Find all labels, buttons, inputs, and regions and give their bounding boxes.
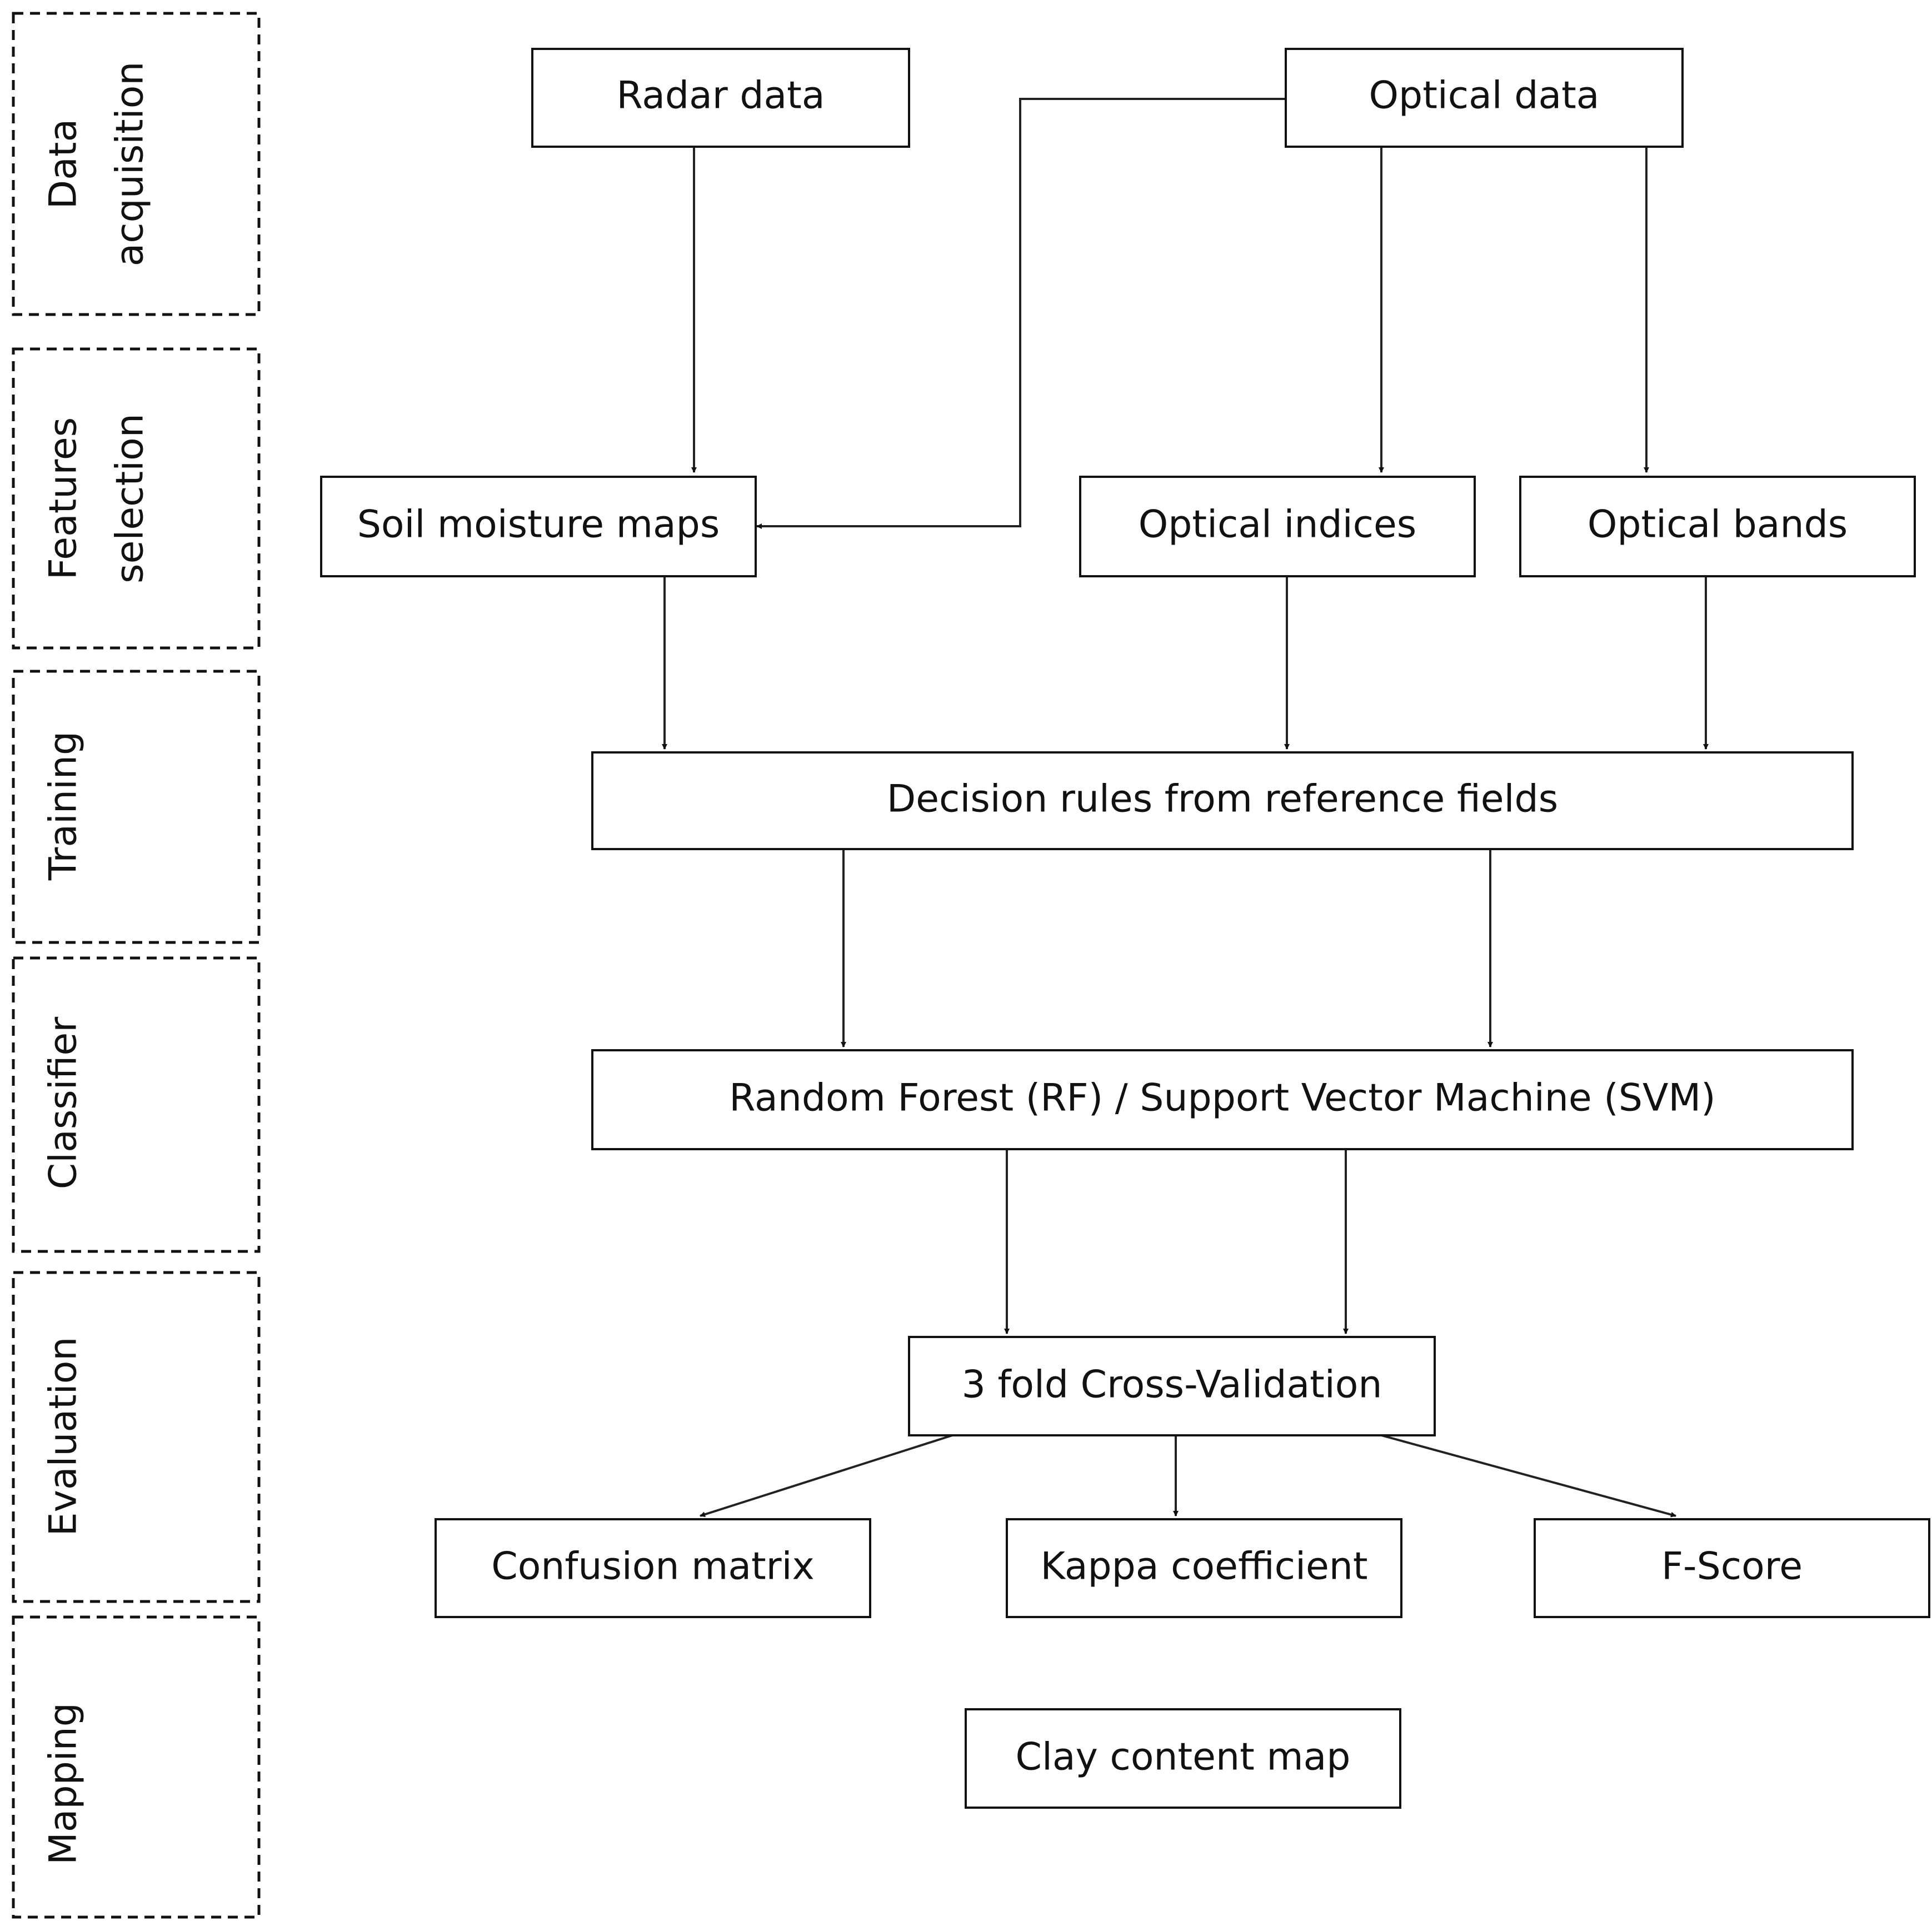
node-classifier: Random Forest (RF) / Support Vector Mach… [591,1049,1854,1150]
node-optical-bands: Optical bands [1519,476,1916,577]
node-soil-moisture-maps-label: Soil moisture maps [357,503,720,547]
node-optical-data-label: Optical data [1369,74,1600,118]
node-kappa-coefficient: Kappa coefficient [1006,1518,1402,1618]
node-clay-content-map-label: Clay content map [1016,1735,1351,1779]
stage-label-features-selection-line2: selection [108,413,152,583]
stage-data-acquisition: Data acquisition [12,12,261,316]
node-f-score: F-Score [1534,1518,1930,1618]
node-confusion-matrix-label: Confusion matrix [491,1545,815,1589]
stage-label-classifier: Classifier [42,1017,86,1189]
stage-label-training: Training [42,731,86,881]
node-optical-indices-label: Optical indices [1139,503,1417,547]
stage-label-evaluation: Evaluation [42,1337,86,1536]
node-optical-bands-label: Optical bands [1587,503,1848,547]
node-classifier-label: Random Forest (RF) / Support Vector Mach… [729,1076,1715,1120]
stage-label-mapping: Mapping [42,1703,86,1865]
stage-mapping: Mapping [12,1615,261,1919]
stage-classifier: Classifier [12,956,261,1253]
node-cross-validation-label: 3 fold Cross-Validation [962,1363,1382,1407]
node-decision-rules: Decision rules from reference fields [591,751,1854,850]
stage-evaluation: Evaluation [12,1271,261,1603]
arrow-cv-to-f-score [1381,1434,1676,1518]
node-optical-indices: Optical indices [1079,476,1476,577]
arrow-optical-to-soil-moisture [756,98,1285,529]
arrow-cv-to-confusion-matrix [700,1434,953,1518]
node-kappa-coefficient-label: Kappa coefficient [1040,1545,1367,1589]
node-cross-validation: 3 fold Cross-Validation [908,1336,1436,1436]
stage-features-selection: Features selection [12,347,261,650]
node-optical-data: Optical data [1285,48,1684,148]
node-decision-rules-label: Decision rules from reference fields [887,777,1558,821]
node-f-score-label: F-Score [1661,1545,1803,1589]
node-radar-data-label: Radar data [617,74,825,118]
stage-label-features-selection-line1: Features [42,417,86,580]
node-confusion-matrix: Confusion matrix [435,1518,871,1618]
node-radar-data: Radar data [531,48,910,148]
stage-label-data-acquisition-line1: Data [42,119,86,209]
stage-training: Training [12,670,261,944]
node-soil-moisture-maps: Soil moisture maps [320,476,757,577]
connectors [662,98,1709,1518]
node-clay-content-map: Clay content map [965,1708,1401,1809]
stage-label-data-acquisition-line2: acquisition [108,62,152,267]
